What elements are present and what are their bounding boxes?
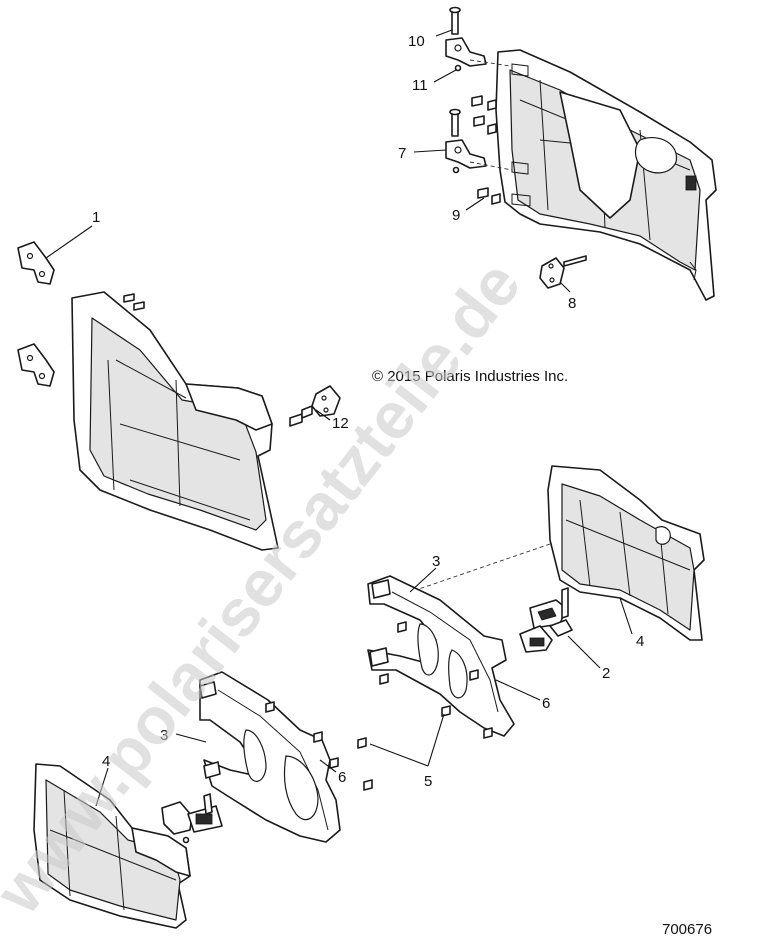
leader-lines [45,29,633,807]
callout-10: 10 [408,33,425,50]
callout-12: 12 [332,415,349,432]
callout-3-upper: 3 [432,553,440,570]
upper-hinge-10-11 [445,6,511,72]
callout-8: 8 [568,295,576,312]
callout-5: 5 [424,773,432,790]
latch-lower [161,793,223,844]
callout-4-left: 4 [102,753,110,770]
upper-bolts-9 [471,95,501,205]
frame-3-upper [367,575,515,737]
upper-plate-8 [539,255,587,289]
callout-6-upper: 6 [542,695,550,712]
callout-11: 11 [412,77,428,94]
copyright-notice: © 2015 Polaris Industries Inc. [372,368,568,385]
callout-1: 1 [92,209,100,226]
callout-labels: 1 10 11 7 9 8 12 3 4 2 6 3 6 5 4 [92,33,644,790]
upper-left-door-panel [71,291,279,551]
hinge-1-lower [17,343,55,387]
hinge-1-upper [17,241,55,285]
bolts-lower [265,701,373,791]
diagram-number: 700676 [662,921,712,938]
callout-7: 7 [398,145,406,162]
middle-right-door-panel [415,465,705,641]
callout-4-right: 4 [636,633,644,650]
plate-12 [289,385,341,427]
frame-3-lower [199,671,341,843]
bolts-5-6-upper [379,621,493,739]
latch-2 [519,587,573,653]
callout-6-lower: 6 [338,769,346,786]
lower-left-door-panel [33,763,191,929]
callout-9: 9 [452,207,460,224]
callout-3-lower: 3 [160,727,168,744]
upper-hinge-7 [445,108,513,174]
callout-2: 2 [602,665,610,682]
upper-door-panel-assembly [495,49,717,301]
bolts-upper-left [123,293,145,311]
